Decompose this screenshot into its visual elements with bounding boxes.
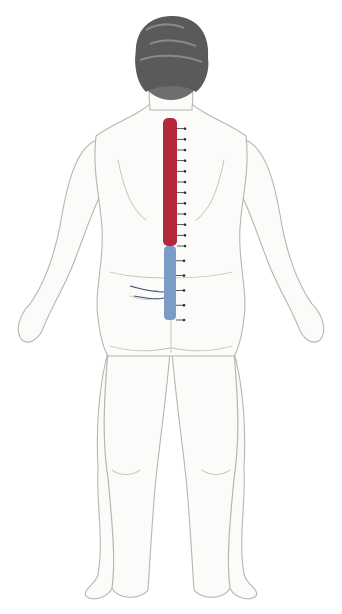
- upper-vertebra-dot: [184, 234, 187, 237]
- lower-vertebra-dot: [183, 319, 186, 322]
- upper-vertebra-dot: [184, 181, 187, 184]
- head: [135, 16, 208, 100]
- hair: [135, 16, 208, 92]
- upper-vertebra-dot: [184, 138, 187, 141]
- upper-vertebra-dot: [184, 202, 187, 205]
- upper-vertebra-dot: [184, 159, 187, 162]
- left-arm: [18, 140, 100, 342]
- left-inner-leg: [104, 352, 170, 597]
- lower-vertebra-dot: [183, 260, 186, 263]
- upper-vertebra-dot: [184, 213, 187, 216]
- spinal-cord-lower: [164, 246, 176, 320]
- upper-vertebra-dot: [184, 149, 187, 152]
- upper-vertebra-dot: [184, 245, 187, 248]
- upper-vertebra-dot: [184, 127, 187, 130]
- upper-vertebra-dot: [184, 170, 187, 173]
- lower-vertebra-dot: [183, 289, 186, 292]
- spinal-cord-upper: [163, 118, 177, 246]
- upper-vertebra-dot: [184, 191, 187, 194]
- upper-vertebra-dot: [184, 223, 187, 226]
- lower-vertebra-dot: [183, 304, 186, 307]
- right-inner-leg: [172, 352, 238, 597]
- right-arm: [242, 140, 324, 342]
- lower-vertebra-dot: [183, 274, 186, 277]
